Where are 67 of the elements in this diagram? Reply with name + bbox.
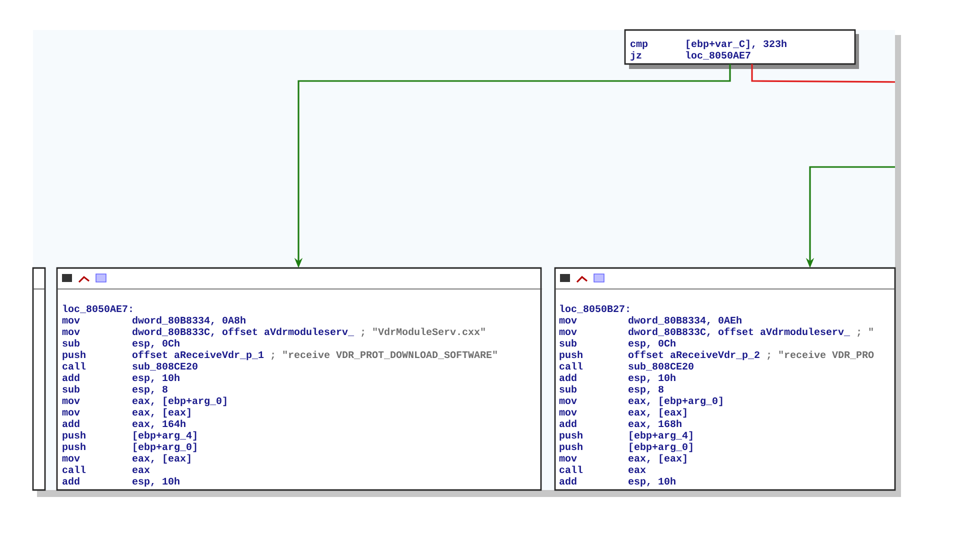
instruction-operand: dword_80B8334, 0AEh bbox=[628, 316, 742, 326]
instruction-operand: eax, [eax] bbox=[132, 408, 190, 418]
code-label: loc_8050B27: bbox=[560, 304, 629, 314]
instruction-mnemonic: push bbox=[62, 350, 86, 360]
instruction-mnemonic: mov bbox=[62, 330, 80, 336]
instruction-mnemonic: add bbox=[62, 477, 80, 485]
code-block bbox=[32, 267, 46, 491]
instruction-operand: [ebp+arg_4] bbox=[134, 431, 196, 441]
instruction-operand: dword_80B833C, offset aVdrmoduleserv_ bbox=[132, 328, 354, 337]
code-comment: ; "receive VDR_PRO bbox=[768, 350, 874, 360]
instruction-mnemonic: call bbox=[560, 362, 583, 370]
instruction-operand: esp, 10h bbox=[132, 477, 180, 487]
instruction-mnemonic: mov bbox=[62, 410, 80, 416]
instruction-operand: esp, 0Ch bbox=[628, 339, 676, 349]
instruction-operand: eax, [eax] bbox=[628, 408, 686, 418]
instruction-mnemonic: push bbox=[62, 431, 86, 441]
instruction-mnemonic: push bbox=[560, 442, 582, 452]
instruction-mnemonic: push bbox=[62, 442, 86, 452]
instruction-operand: offset aReceiveVdr_p_2 bbox=[628, 350, 760, 360]
instruction-operand: esp, 10h bbox=[132, 374, 180, 384]
instruction-mnemonic: call bbox=[62, 362, 86, 370]
instruction-operand: [ebp+arg_0] bbox=[134, 442, 196, 452]
code-comment: ; "receive VDR_PROT_DOWNLOAD_SOFTWARE" bbox=[272, 350, 497, 360]
instruction-operand: eax, [ebp+arg_0] bbox=[628, 396, 722, 406]
instruction-mnemonic: mov bbox=[62, 456, 80, 462]
instruction-mnemonic: add bbox=[62, 420, 80, 428]
instruction-operand: esp, 8 bbox=[132, 386, 168, 395]
instruction-mnemonic: add bbox=[560, 477, 576, 485]
instruction-mnemonic: mov bbox=[559, 330, 577, 336]
instruction-operand: esp, 10h bbox=[628, 374, 676, 384]
instruction-mnemonic: sub bbox=[62, 385, 80, 393]
instruction-operand: eax bbox=[628, 468, 646, 474]
instruction-mnemonic: sub bbox=[560, 385, 577, 393]
instruction-operand: [ebp+arg_4] bbox=[630, 431, 692, 441]
instruction-operand: dword_80B833C, offset aVdrmoduleserv_ bbox=[628, 328, 850, 337]
instruction-mnemonic: sub bbox=[560, 339, 577, 347]
instruction-mnemonic: sub bbox=[62, 339, 80, 347]
instruction-operand: esp, 0Ch bbox=[132, 339, 180, 349]
instruction-mnemonic: push bbox=[560, 350, 582, 360]
instruction-mnemonic: add bbox=[62, 374, 80, 382]
code-label: loc_8050AE7: bbox=[63, 304, 132, 314]
instruction-operand: sub_808CE20 bbox=[132, 362, 198, 371]
instruction-mnemonic: call bbox=[560, 466, 583, 474]
instruction-mnemonic: mov bbox=[559, 410, 577, 416]
instruction-mnemonic: mov bbox=[559, 318, 577, 324]
instruction-operand: offset aReceiveVdr_p_1 bbox=[132, 350, 264, 360]
instruction-mnemonic: call bbox=[62, 466, 86, 474]
instruction-mnemonic: add bbox=[560, 420, 576, 428]
instruction-operand: eax, [ebp+arg_0] bbox=[132, 396, 226, 406]
instruction-operand: eax, 164h bbox=[132, 420, 186, 429]
code-comment: ; " bbox=[858, 328, 873, 337]
instruction-mnemonic: mov bbox=[62, 398, 80, 404]
instruction-operand: sub_808CE20 bbox=[628, 362, 694, 371]
instruction-operand: eax, [eax] bbox=[132, 454, 190, 464]
instruction-operand: eax, 168h bbox=[628, 420, 682, 429]
instruction-operand: eax bbox=[132, 468, 150, 474]
instruction-operand: dword_80B8334, 0A8h bbox=[132, 316, 246, 326]
instruction-mnemonic: push bbox=[560, 431, 582, 441]
instruction-mnemonic: mov bbox=[62, 318, 80, 324]
code-comment: ; "VdrModuleServ.cxx" bbox=[362, 328, 485, 337]
instruction-mnemonic: add bbox=[560, 374, 576, 382]
instruction-operand: [ebp+arg_0] bbox=[630, 442, 692, 452]
instruction-operand: esp, 8 bbox=[628, 386, 664, 395]
instruction-mnemonic: mov bbox=[559, 456, 577, 462]
instruction-mnemonic: mov bbox=[559, 398, 577, 404]
instruction-operand: eax, [eax] bbox=[628, 454, 686, 464]
instruction-operand: esp, 10h bbox=[628, 477, 676, 487]
